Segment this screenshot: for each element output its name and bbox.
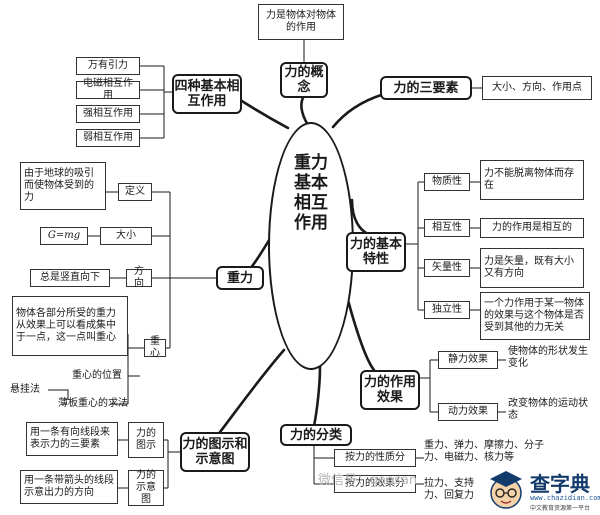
property-text-vector: 力是矢量，既有大小又有方向 [480,248,584,288]
wechat-watermark: 微信号：gaosan [318,473,418,488]
property-label-mutual: 相互性 [424,219,470,237]
bracket-classification [313,446,424,485]
concept-node: 力的概念 [280,62,328,98]
thin-plate-method-text: 薄板重心的求法 [58,398,128,409]
property-text-material: 力不能脱离物体而存在 [480,160,584,200]
center-of-gravity-label: 重心 [144,336,166,359]
center-ellipse [268,122,354,370]
properties-node: 力的基本特性 [346,232,406,272]
three-elements-detail: 大小、方向、作用点 [482,76,592,100]
interaction-gravitation: 万有引力 [76,57,140,75]
diagram-text-schematic: 用一条带箭头的线段示意出力的方向 [20,470,118,504]
center-position-text: 重心的位置 [72,370,122,381]
property-detail-lines [470,181,480,311]
gravity-node: 重力 [216,266,264,290]
gravity-direction-text: 总是竖直向下 [30,269,110,287]
property-label-independence: 独立性 [424,301,470,319]
classification-by-nature-label: 按力的性质分 [334,449,416,467]
gravity-magnitude-label: 大小 [100,227,152,245]
diagrams-node: 力的图示和示意图 [180,432,250,472]
bracket-diagrams [118,439,180,489]
gravity-definition-text: 由于地球的吸引而使物体受到的力 [20,162,106,210]
logo-url: www.chazidian.com [530,494,600,502]
center-title: 重力 基本相互作用 [294,153,328,233]
effect-text-static: 使物体的形状发生变化 [508,346,588,369]
interaction-electromagnetic: 电磁相互作用 [76,78,140,101]
effect-label-static: 静力效果 [438,351,498,369]
logo-slogan: 中文教育资源第一平台 [530,505,591,512]
diagram-label-schematic: 力的示意图 [128,470,164,506]
gravity-sub-lines [48,191,144,405]
bracket-effects [420,359,506,413]
chazidian-logo: 查字典 www.chazidian.com 中文教育资源第一平台 [486,463,600,515]
logo-title: 查字典 [530,472,590,496]
bracket-properties [406,181,424,311]
branch-classification [312,364,322,428]
property-text-independence: 一个力作用于某一物体的效果与这个物体是否受到其他的力无关 [480,292,590,340]
suspension-method-text: 悬挂法 [10,384,40,395]
branch-properties [350,198,370,236]
effect-label-dynamic: 动力效果 [438,403,498,421]
effect-text-dynamic: 改变物体的运动状态 [508,398,588,421]
branch-effects [346,298,376,372]
center-of-gravity-text: 物体各部分所受的重力从效果上可以看成集中于一点，这一点叫重心 [12,296,128,356]
concept-definition: 力是物体对物体的作用 [258,4,344,40]
gravity-direction-label: 方向 [126,266,152,289]
effects-node: 力的作用效果 [360,370,420,410]
bracket-gravity [152,191,216,349]
classification-by-nature-text: 重力、弹力、摩擦力、分子力、电磁力、核力等 [424,440,544,463]
property-text-mutual: 力的作用是相互的 [480,218,584,238]
interaction-weak: 弱相互作用 [76,129,140,147]
classification-by-effect-label: 按力的效果分 [334,475,416,493]
branch-diagrams [218,348,286,434]
classification-node: 力的分类 [280,424,352,446]
diagram-label-graphic: 力的图示 [128,422,164,458]
interaction-strong: 强相互作用 [76,105,140,123]
property-label-material: 物质性 [424,173,470,191]
gravity-definition-label: 定义 [118,183,152,201]
branch-concept [300,94,310,127]
bracket-four [140,65,174,139]
three-elements-node: 力的三要素 [380,76,472,100]
diagram-text-graphic: 用一条有向线段来表示力的三要素 [26,422,118,456]
four-interactions-node: 四种基本相互作用 [172,74,242,114]
classification-by-effect-text: 拉力、支持力、回复力 [424,478,474,501]
property-label-vector: 矢量性 [424,259,470,277]
mascot-icon [490,471,522,509]
gravity-formula: G=mg [40,227,88,245]
